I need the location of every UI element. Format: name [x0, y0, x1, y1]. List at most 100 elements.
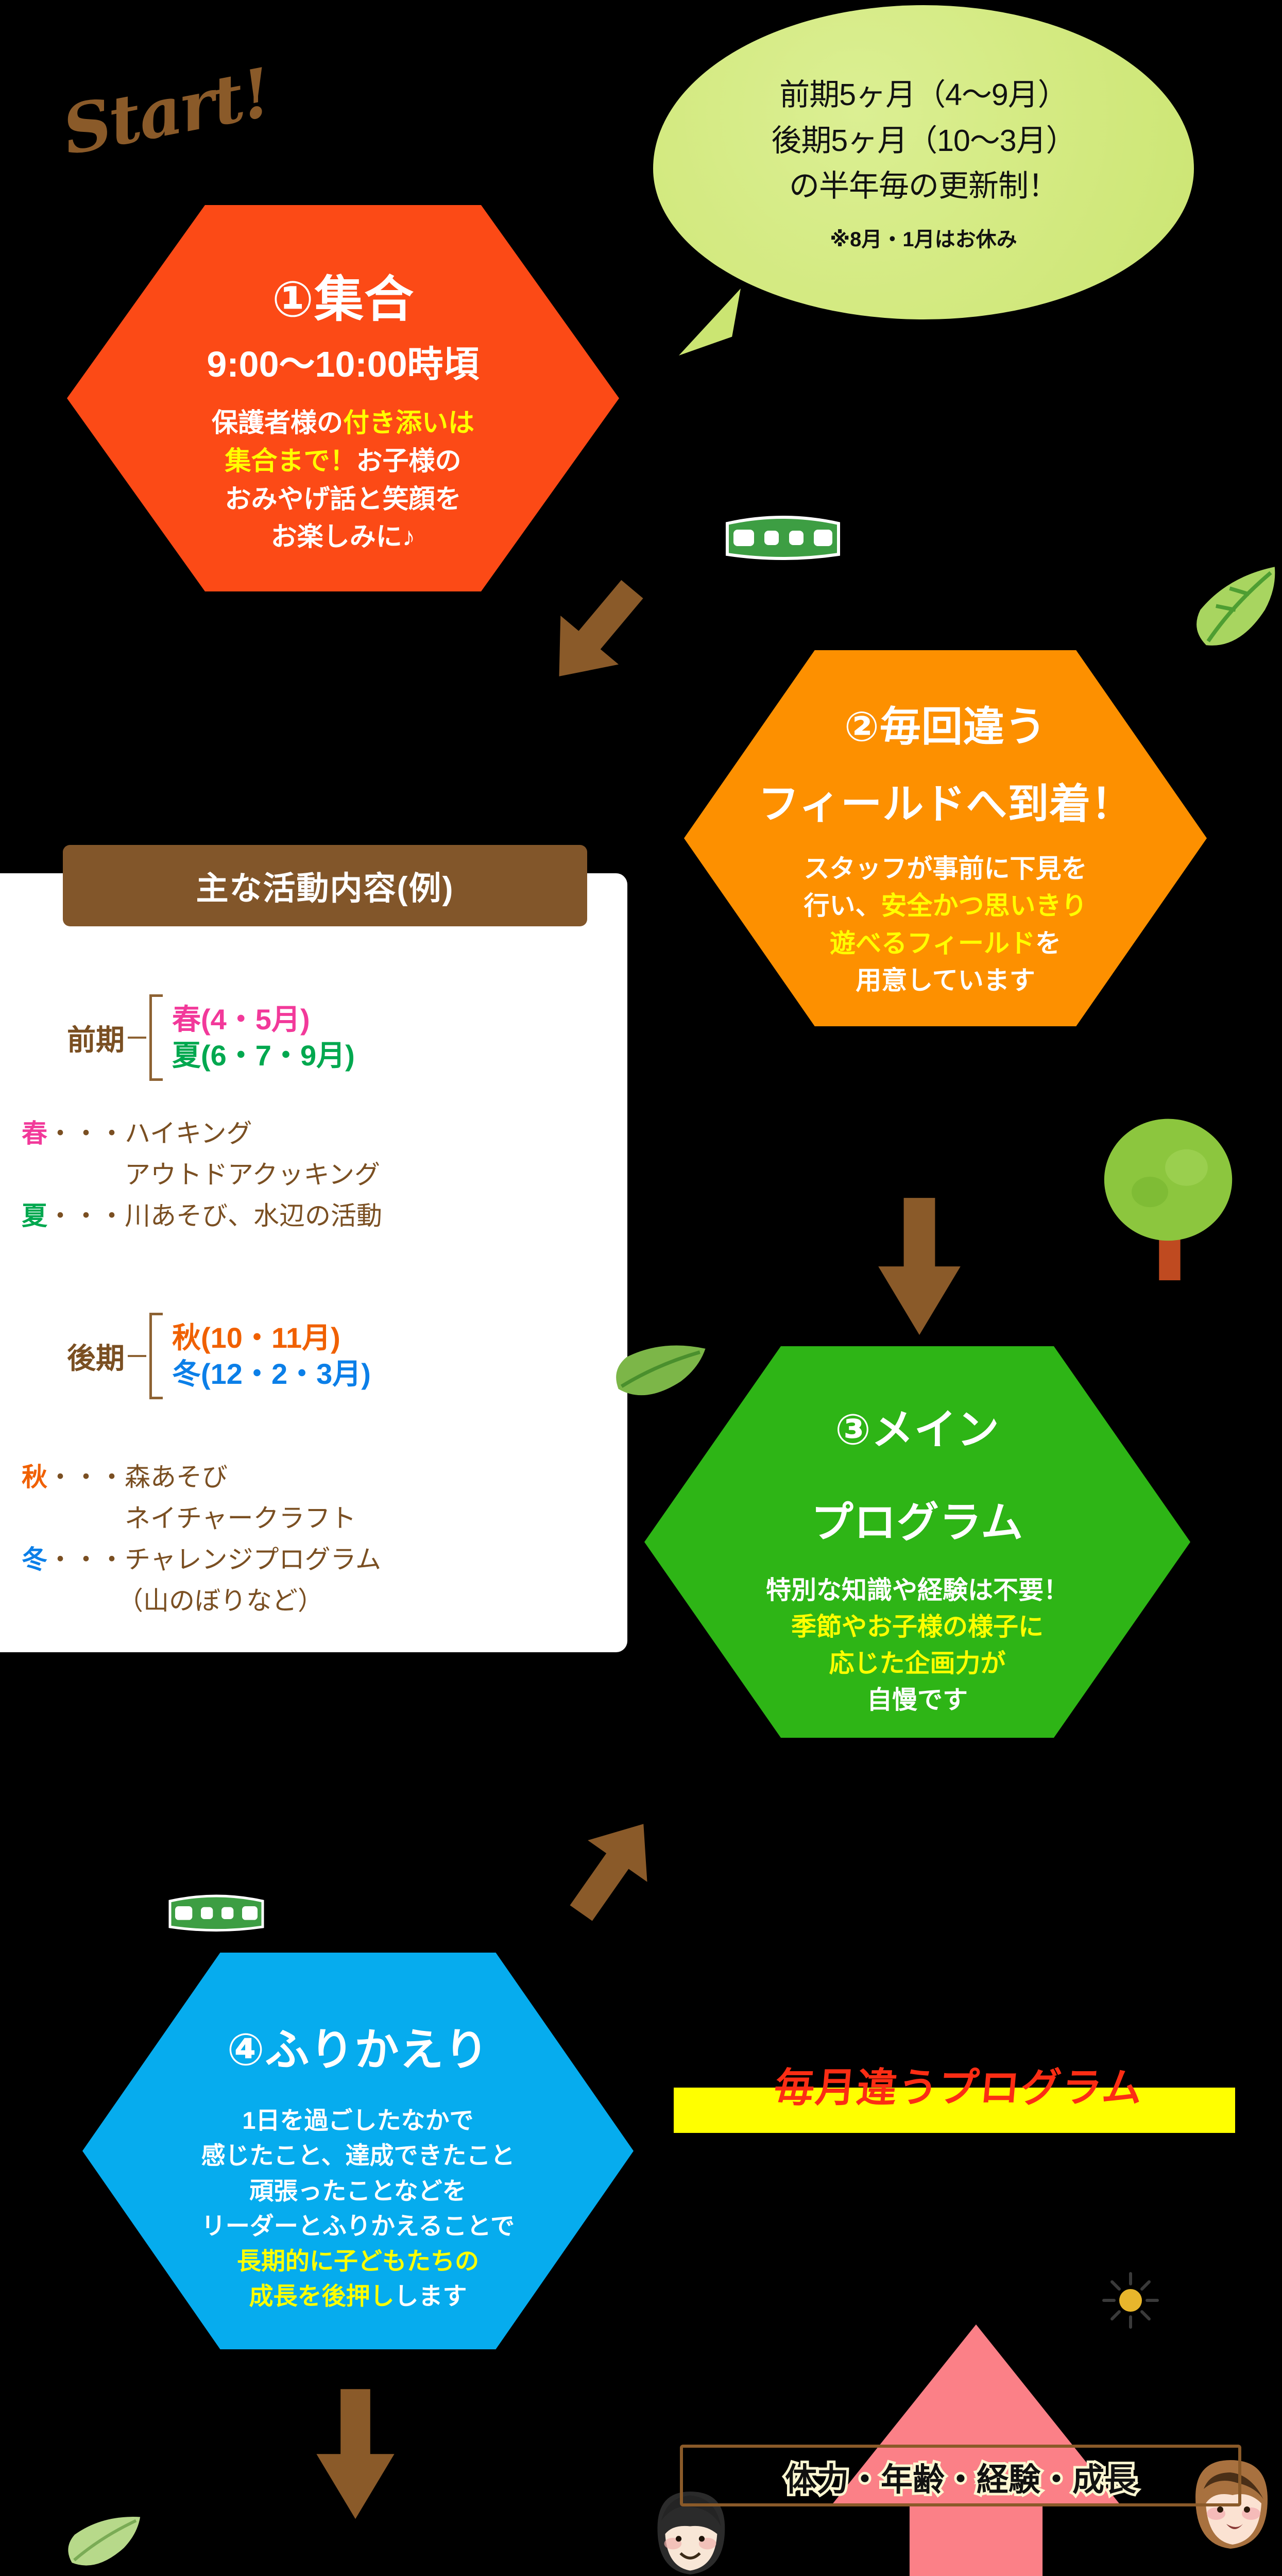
step1-t5: お楽しみに♪: [270, 522, 416, 552]
second-term-detail-4: （山のぼりなど）: [117, 1584, 323, 1618]
tree-icon: [1091, 1107, 1245, 1282]
term-bracket: [149, 994, 163, 1081]
detail-season: 秋: [22, 1463, 47, 1492]
arrow-down-icon: [556, 1803, 670, 1932]
detail-dots: ・・・: [47, 1545, 125, 1574]
detail-text: 川あそび、水辺の活動: [125, 1201, 382, 1230]
detail-text: ハイキング: [125, 1119, 252, 1148]
step3-t3: 自慢です: [866, 1686, 968, 1715]
step1-t4: おみやげ話と笑顔を: [225, 484, 461, 514]
step-2-arrival[interactable]: ②毎回違う フィールドへ到着！ スタッフが事前に下見を 行い、安全かつ思いきり …: [684, 650, 1207, 1026]
detail-text: チャレンジプログラム: [125, 1545, 381, 1574]
step2-t0: スタッフが事前に下見を: [804, 854, 1087, 883]
start-handwriting: Start!: [56, 53, 277, 171]
bubble-note: ※8月・1月はお休み: [830, 228, 1017, 251]
bus-icon: [721, 505, 845, 567]
monthly-banner-highlight: [674, 2088, 1235, 2133]
step-3-title-line2: プログラム: [811, 1499, 1024, 1546]
detail-dots: ・・・: [47, 1119, 125, 1148]
step2-t5: 用意しています: [856, 966, 1035, 995]
detail-text: ネイチャークラフト: [125, 1504, 356, 1533]
second-term-block: 後期 秋(10・11月) 冬(12・2・3月): [67, 1313, 371, 1399]
second-term-seasons: 秋(10・11月) 冬(12・2・3月): [172, 1321, 371, 1391]
attributes-frame: [680, 2445, 1241, 2506]
step-2-title-line1: ②毎回違う: [844, 704, 1047, 750]
first-term-detail-3: 夏・・・川あそび、水辺の活動: [22, 1199, 382, 1233]
step3-t1: 季節やお子様の様子に: [791, 1613, 1044, 1641]
arrow-down-icon: [536, 567, 654, 701]
step-4-reflection[interactable]: ④ふりかえり 1日を過ごしたなかで 感じたこと、達成できたこと 頑張ったことなど…: [82, 1953, 634, 2349]
second-term-season-autumn: 秋(10・11月): [172, 1321, 340, 1354]
attributes-text: 体力・年齢・経験・成長: [782, 2460, 1139, 2500]
step-2-body: スタッフが事前に下見を 行い、安全かつ思いきり 遊べるフィールドを 用意していま…: [804, 850, 1087, 999]
detail-text: 森あそび: [125, 1463, 228, 1492]
step1-t2: 集合まで！: [225, 446, 356, 476]
term-dash: [128, 1355, 146, 1357]
first-term-label: 前期: [67, 1023, 125, 1056]
step-4-title: ④ふりかえり: [227, 2025, 489, 2075]
monthly-banner-text: 毎月違うプログラム: [772, 2065, 1146, 2110]
step-1-title: ①集合: [271, 272, 415, 327]
first-term-season-summer: 夏(6・7・9月): [172, 1039, 355, 1072]
leaf-icon: [53, 2493, 148, 2576]
term-dash: [128, 1037, 146, 1039]
second-term-detail-3: 冬・・・チャレンジプログラム: [22, 1543, 381, 1577]
step-3-main-program[interactable]: ③メイン プログラム 特別な知識や経験は不要！ 季節やお子様の様子に 応じた企画…: [644, 1346, 1190, 1738]
term-bracket: [149, 1313, 163, 1399]
step2-t1: 行い、: [804, 891, 881, 921]
bubble-line-2: 後期5ヶ月（10〜3月）: [771, 123, 1076, 158]
detail-dots: ・・・: [47, 1463, 125, 1492]
second-term-season-winter: 冬(12・2・3月): [172, 1358, 371, 1390]
arrow-up-icon: [824, 2318, 1128, 2576]
term-info-bubble: 前期5ヶ月（4〜9月） 後期5ヶ月（10〜3月） の半年毎の更新制！ ※8月・1…: [653, 5, 1194, 319]
first-term-season-spring: 春(4・5月): [172, 1003, 310, 1036]
detail-text: （山のぼりなど）: [117, 1586, 323, 1615]
step4-t3: リーダーとふりかえることで: [201, 2212, 515, 2240]
step2-t2: 安全かつ思いきり: [881, 891, 1087, 921]
step4-t4: 長期的に子どもたちの: [237, 2247, 479, 2275]
second-term-detail-2: ネイチャークラフト: [125, 1502, 356, 1535]
detail-text: アウトドアクッキング: [125, 1160, 380, 1189]
step1-t0: 保護者様の: [211, 408, 343, 437]
step3-t2: 応じた企画力が: [829, 1650, 1006, 1678]
detail-season: 夏: [22, 1201, 47, 1230]
arrow-down-icon: [309, 2380, 402, 2530]
step-1-time: 9:00〜10:00時頃: [207, 344, 480, 385]
second-term-detail-1: 秋・・・森あそび: [22, 1461, 228, 1494]
step3-t0: 特別な知識や経験は不要！: [765, 1577, 1069, 1605]
detail-dots: ・・・: [47, 1201, 125, 1230]
step1-t1: 付き添いは: [343, 408, 475, 437]
step4-t0: 1日を過ごしたなかで: [242, 2107, 474, 2134]
first-term-block: 前期 春(4・5月) 夏(6・7・9月): [67, 994, 355, 1081]
leaf-icon: [595, 1307, 715, 1429]
step4-t2: 頑張ったことなどを: [249, 2177, 467, 2205]
leaf-icon: [1185, 556, 1282, 659]
bubble-tail: [679, 289, 741, 355]
step4-t5: 成長を後押し: [249, 2282, 395, 2310]
step-1-body: 保護者様の付き添いは 集合まで！お子様の おみやげ話と笑顔を お楽しみに♪: [212, 404, 474, 556]
activity-content-card: [0, 873, 627, 1652]
detail-season: 春: [22, 1119, 47, 1148]
bubble-line-3: の半年毎の更新制！: [789, 169, 1058, 204]
activity-card-header: 主な活動内容(例): [63, 845, 587, 926]
arrow-down-icon: [870, 1190, 968, 1345]
bus-icon: [165, 1886, 268, 1937]
step2-t4: を: [1035, 928, 1061, 958]
first-term-detail-1: 春・・・ハイキング: [22, 1117, 252, 1150]
first-term-detail-2: アウトドアクッキング: [125, 1158, 380, 1192]
sparkle-icon: [1100, 2269, 1161, 2331]
boy-avatar: [641, 2478, 739, 2576]
step1-t3: お子様の: [356, 446, 461, 476]
step-2-title-line2: フィールドへ到着！: [758, 781, 1133, 827]
bubble-line-1: 前期5ヶ月（4〜9月）: [779, 78, 1068, 112]
step-4-body: 1日を過ごしたなかで 感じたこと、達成できたこと 頑張ったことなどを リーダーと…: [201, 2103, 515, 2314]
step-3-body: 特別な知識や経験は不要！ 季節やお子様の様子に 応じた企画力が 自慢です: [766, 1572, 1069, 1719]
first-term-seasons: 春(4・5月) 夏(6・7・9月): [172, 1003, 355, 1073]
step4-t1: 感じたこと、達成できたこと: [201, 2142, 515, 2170]
step-3-title-line1: ③メイン: [835, 1406, 1000, 1453]
step2-t3: 遊べるフィールド: [830, 928, 1035, 958]
step-1-gathering[interactable]: ①集合 9:00〜10:00時頃 保護者様の付き添いは 集合まで！お子様の おみ…: [67, 205, 619, 591]
second-term-label: 後期: [67, 1342, 125, 1375]
detail-season: 冬: [22, 1545, 47, 1574]
